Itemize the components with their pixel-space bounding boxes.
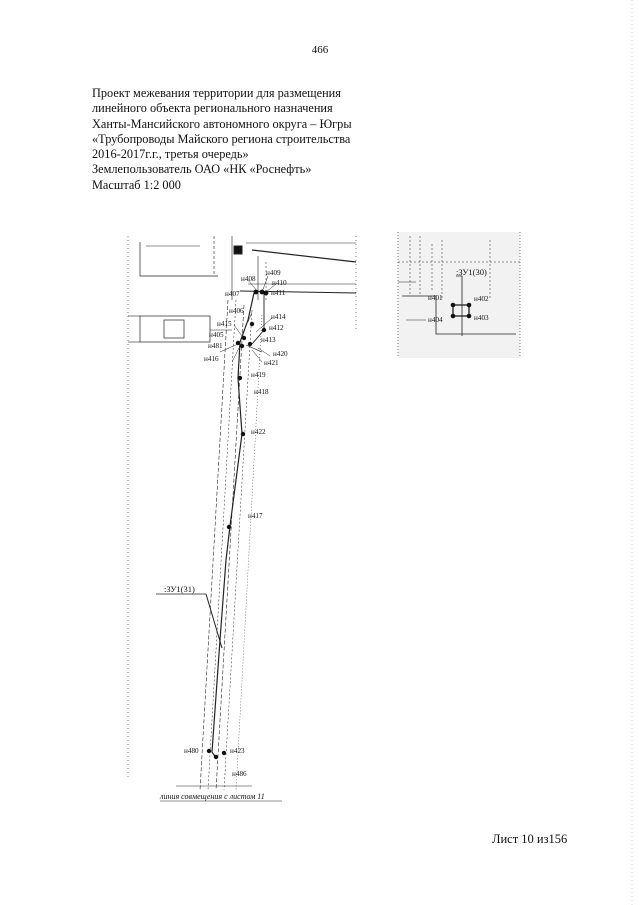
point-label: н412 [269,324,284,332]
page-number: 466 [311,44,329,56]
header-line: линейного объекта регионального назначен… [92,101,333,116]
scale-line: Масштаб 1:2 000 [92,177,181,192]
point-label: н419 [251,371,266,379]
point-label: н407 [225,290,240,298]
sheet-number: Лист 10 из156 [492,832,568,846]
point-label: н413 [261,336,276,344]
alignment-caption: линия совмещения с листом 11 [159,792,265,801]
main-map [127,236,357,791]
point-label: н422 [251,428,266,436]
header-line: Проект межевания территории для размещен… [92,86,341,100]
point-label: н411 [271,289,286,297]
point-label: н405 [209,331,224,339]
point-label: н402 [474,295,489,303]
point-label: н480 [184,747,199,755]
point-label: н420 [273,350,288,358]
point-label: н406 [229,307,244,315]
header-line: 2016-2017г.г., третья очередь» [92,147,249,162]
point-label: н409 [266,269,281,277]
point-label: н418 [254,388,269,396]
point-label: н401 [428,294,443,302]
point-label: н408 [241,275,256,283]
document-header: Проект межевания территории для размещен… [92,86,412,193]
parcel-label: :ЗУ1(31) [164,584,195,594]
header-line: «Трубопроводы Майского региона строитель… [92,131,351,146]
point-label: н417 [248,512,263,520]
point-label: н414 [271,313,286,321]
point-label: н415 [217,320,232,328]
inset-map [397,232,521,358]
point-label: н481 [208,342,223,350]
point-label: н421 [264,359,279,367]
point-label: н403 [474,314,489,322]
point-label: н404 [428,316,443,324]
point-label: н416 [204,355,219,363]
point-label: н410 [272,279,287,287]
point-label: н423 [230,747,245,755]
header-line: Землепользователь ОАО «НК «Роснефть» [92,162,312,177]
header-line: Ханты-Мансийского автономного округа – Ю… [92,116,352,131]
parcel-label: :ЗУ1(30) [456,267,487,277]
point-label: н486 [232,770,247,778]
boundary-points [206,289,269,760]
